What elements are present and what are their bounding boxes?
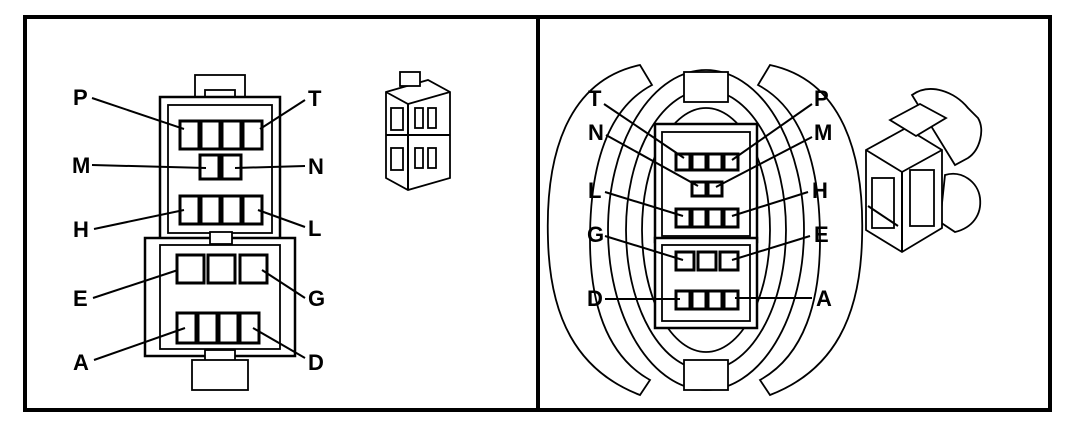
left-label-l: L	[308, 216, 321, 241]
left-panel: P T M N H L E G A D	[72, 71, 451, 391]
left-label-a: A	[73, 350, 89, 375]
right-connector-3d-view	[865, 88, 982, 254]
left-connector-3d-view	[385, 71, 451, 191]
left-label-g: G	[308, 286, 325, 311]
right-panel: T P N M L H G E D A	[546, 63, 982, 397]
left-label-n: N	[308, 154, 324, 179]
right-label-e: E	[814, 222, 829, 247]
left-lower-cavities	[175, 253, 269, 345]
left-bottom-latch	[191, 349, 249, 391]
left-upper-cavities	[178, 119, 264, 226]
right-label-h: H	[812, 178, 828, 203]
left-label-p: P	[73, 85, 88, 110]
left-leader-lines	[91, 97, 306, 361]
right-label-p: P	[814, 86, 829, 111]
right-label-a: A	[816, 286, 832, 311]
right-label-t: T	[588, 86, 602, 111]
left-label-h: H	[73, 217, 89, 242]
right-label-l: L	[588, 178, 601, 203]
right-leader-lines	[603, 103, 813, 300]
left-label-m: M	[72, 153, 90, 178]
right-label-d: D	[587, 286, 603, 311]
left-label-d: D	[308, 350, 324, 375]
left-label-e: E	[73, 286, 88, 311]
left-label-t: T	[308, 86, 322, 111]
right-cavities	[674, 152, 740, 311]
right-label-n: N	[588, 120, 604, 145]
right-label-g: G	[587, 222, 604, 247]
right-label-m: M	[814, 120, 832, 145]
